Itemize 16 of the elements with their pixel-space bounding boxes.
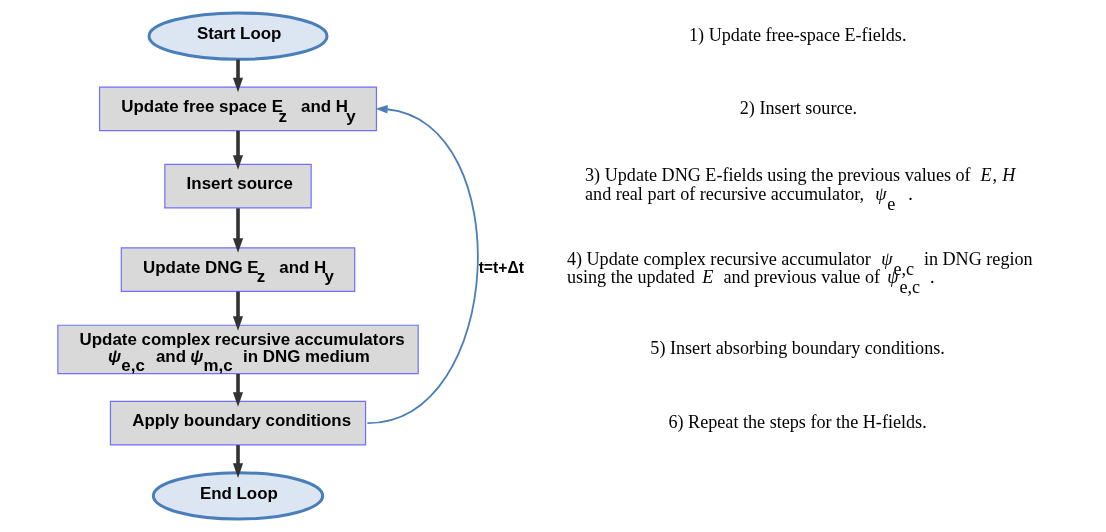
label: 1) Update free-space E-fields. [689,24,907,45]
arrow [232,130,244,170]
node-box: Apply boundary conditions [109,400,367,446]
arrow [232,59,244,93]
arrow [366,105,479,425]
arrow [232,208,244,253]
arrow [232,374,244,407]
label: 6) Repeat the steps for the H-fields. [668,412,927,433]
node-box: Insert source [164,163,312,209]
label: 2) Insert source. [739,97,858,118]
node-ellipse: Start Loop [147,11,329,61]
label: 5) Insert absorbing boundary conditions. [650,338,945,359]
edge-label: t=t+Δt [478,258,524,276]
arrow [232,291,244,331]
node-ellipse: End Loop [151,471,325,521]
arrow [232,445,244,478]
